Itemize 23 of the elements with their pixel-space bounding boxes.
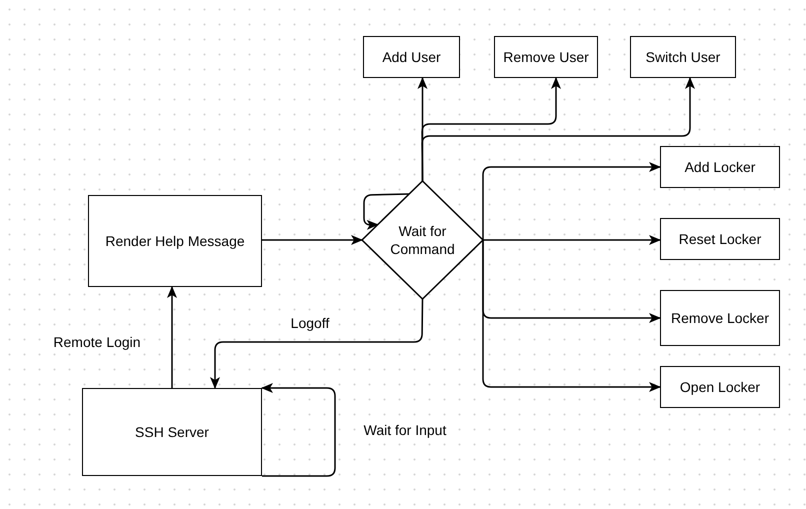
arrow: [261, 383, 336, 477]
edge-label: Logoff: [288, 315, 332, 331]
arrow: [482, 240, 661, 392]
arrow: [421, 77, 695, 181]
edge-label: Remote Login: [51, 334, 143, 350]
process-box: Switch User: [630, 36, 736, 78]
process-box: Add Locker: [660, 146, 780, 188]
process-box: Remove Locker: [660, 290, 780, 346]
edge-label: Wait for Input: [362, 422, 448, 438]
process-box: Render Help Message: [88, 195, 262, 287]
arrow: [363, 193, 410, 230]
process-box: Open Locker: [660, 366, 780, 408]
arrow: [483, 235, 661, 245]
process-box: Add User: [363, 36, 460, 78]
arrow: [482, 162, 661, 240]
arrow: [262, 235, 363, 245]
decision-diamond: Wait for Command: [362, 181, 483, 299]
arrow: [210, 299, 424, 389]
arrow: [167, 286, 177, 388]
process-box: Reset Locker: [660, 218, 780, 260]
arrow: [418, 77, 428, 181]
process-box: SSH Server: [82, 388, 262, 476]
process-box: Remove User: [494, 36, 598, 78]
